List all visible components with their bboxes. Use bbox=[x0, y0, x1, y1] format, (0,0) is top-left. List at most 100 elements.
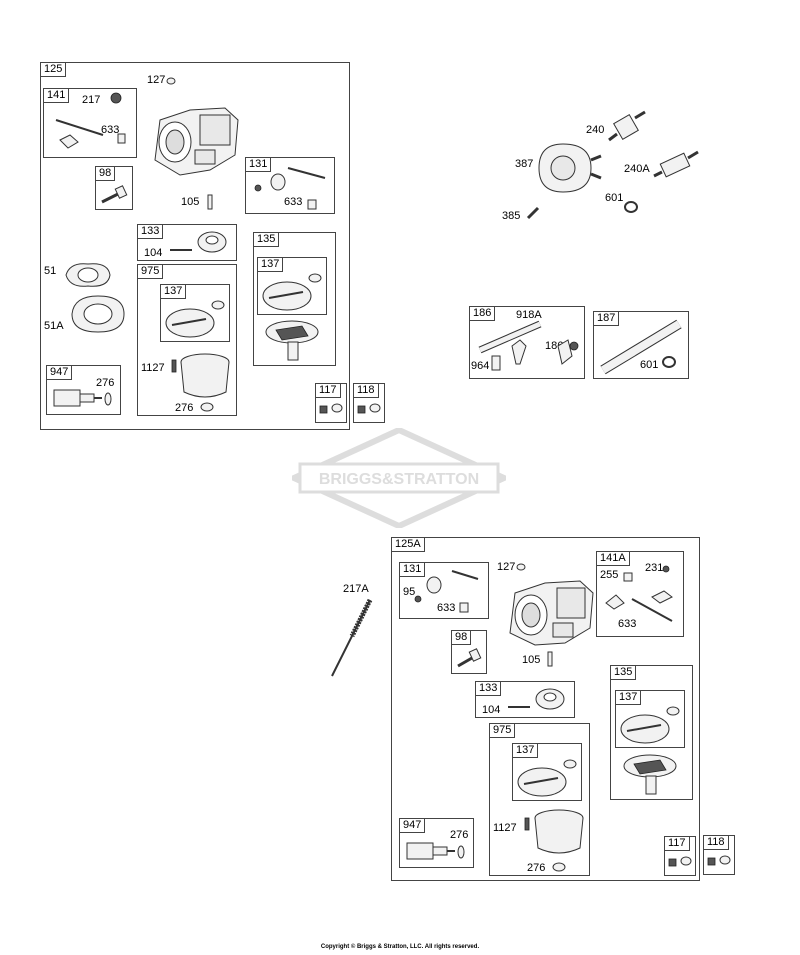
kit-141-box: 141 bbox=[43, 88, 137, 158]
kit-98-tag: 98 bbox=[95, 166, 116, 181]
kit-135a-137-tag: 137 bbox=[615, 690, 642, 705]
kit-141-tag: 141 bbox=[43, 88, 70, 103]
kit-117a-tag: 117 bbox=[664, 836, 690, 851]
bolt-icon bbox=[171, 359, 177, 373]
label-127: 127 bbox=[147, 74, 166, 86]
assembly-125a-tag: 125A bbox=[391, 537, 425, 552]
throttle-shaft-icon bbox=[55, 92, 126, 149]
assembly-125a-box: 125A bbox=[391, 537, 700, 881]
inline-fuel-filter-icon bbox=[653, 150, 699, 178]
carb-base-icon bbox=[265, 320, 319, 361]
screw-icon-2 bbox=[526, 206, 540, 220]
label-231: 231 bbox=[645, 562, 664, 574]
kit-975-137-box: 137 bbox=[160, 284, 230, 342]
label-964: 964 bbox=[471, 360, 490, 372]
kit-118a-box: 118 bbox=[703, 835, 735, 875]
float-bowl-icon-2 bbox=[534, 809, 584, 854]
choke-shaft-icon bbox=[254, 167, 326, 210]
kit-975-tag: 975 bbox=[137, 264, 164, 279]
label-104-b: 104 bbox=[482, 704, 501, 716]
label-127-b: 127 bbox=[497, 561, 516, 573]
fuel-pump-icon bbox=[538, 143, 602, 193]
kit-133a-tag: 133 bbox=[475, 681, 502, 696]
cleaning-wire-icon bbox=[331, 598, 373, 677]
screw-icon bbox=[207, 194, 213, 210]
label-633-b: 633 bbox=[284, 196, 303, 208]
fitting-icon bbox=[319, 403, 343, 414]
gasket-kit-icon-4 bbox=[517, 759, 577, 797]
label-276-d: 276 bbox=[450, 829, 469, 841]
kit-133a-box: 133 bbox=[475, 681, 575, 718]
assembly-125-box: 125 bbox=[40, 62, 350, 430]
fuel-filter-icon bbox=[608, 110, 646, 142]
gasket-kit-icon-3 bbox=[620, 706, 680, 744]
label-276-c: 276 bbox=[527, 862, 546, 874]
fitting-icon-3 bbox=[668, 856, 692, 867]
kit-187-tag: 187 bbox=[593, 311, 620, 326]
kit-186-tag: 186 bbox=[469, 306, 496, 321]
o-ring-icon bbox=[166, 77, 176, 85]
label-51a: 51A bbox=[44, 320, 64, 332]
label-255: 255 bbox=[600, 569, 619, 581]
label-601-b: 601 bbox=[640, 359, 659, 371]
solenoid-icon bbox=[53, 389, 112, 407]
kit-118-tag: 118 bbox=[353, 383, 379, 398]
carb-base-icon-2 bbox=[623, 754, 677, 795]
kit-135-137-tag: 137 bbox=[257, 257, 284, 272]
gasket-kit-icon-2 bbox=[262, 273, 322, 311]
kit-135-box: 135 bbox=[253, 232, 336, 366]
label-633-c: 633 bbox=[437, 602, 456, 614]
label-276-b: 276 bbox=[96, 377, 115, 389]
washer-icon bbox=[200, 402, 214, 412]
kit-947-tag: 947 bbox=[46, 365, 73, 380]
float-icon bbox=[170, 231, 227, 253]
kit-975a-137-tag: 137 bbox=[512, 743, 539, 758]
kit-135a-box: 135 bbox=[610, 665, 693, 800]
screw-icon-3 bbox=[547, 651, 553, 667]
label-51: 51 bbox=[44, 265, 57, 277]
kit-131-box: 131 bbox=[245, 157, 335, 214]
label-105-b: 105 bbox=[522, 654, 541, 666]
solenoid-icon-2 bbox=[406, 842, 465, 860]
hose-clamp-icon bbox=[624, 201, 638, 213]
label-633-d: 633 bbox=[618, 618, 637, 630]
float-bowl-icon bbox=[180, 353, 230, 398]
throttle-shaft-icon-2 bbox=[605, 565, 673, 622]
carburetor-body-icon bbox=[154, 107, 239, 176]
label-1127: 1127 bbox=[141, 362, 165, 374]
kit-141a-box: 141A bbox=[596, 551, 684, 637]
kit-975a-box: 975 bbox=[489, 723, 590, 876]
label-1127-b: 1127 bbox=[493, 822, 517, 834]
kit-133-box: 133 bbox=[137, 224, 237, 261]
kit-947-box: 947 bbox=[46, 365, 121, 415]
float-icon-2 bbox=[508, 688, 565, 710]
idle-screw-icon bbox=[101, 185, 128, 204]
kit-98a-tag: 98 bbox=[451, 630, 472, 645]
kit-131a-box: 131 bbox=[399, 562, 489, 619]
kit-141a-tag: 141A bbox=[596, 551, 630, 566]
kit-118-box: 118 bbox=[353, 383, 385, 423]
choke-shaft-icon-2 bbox=[414, 570, 479, 613]
kit-186-box: 186 bbox=[469, 306, 585, 379]
label-104: 104 bbox=[144, 247, 163, 259]
kit-117-box: 117 bbox=[315, 383, 347, 423]
gasket-icon bbox=[65, 263, 111, 287]
briggs-stratton-watermark-logo: BRIGGS&STRATTON bbox=[292, 428, 506, 528]
kit-135-137-box: 137 bbox=[257, 257, 327, 315]
label-95: 95 bbox=[403, 586, 416, 598]
fitting-icon-4 bbox=[707, 855, 731, 866]
kit-135a-137-box: 137 bbox=[615, 690, 685, 748]
kit-131-tag: 131 bbox=[245, 157, 272, 172]
label-387: 387 bbox=[515, 158, 534, 170]
kit-947a-tag: 947 bbox=[399, 818, 426, 833]
label-918a: 918A bbox=[516, 309, 542, 321]
kit-117-tag: 117 bbox=[315, 383, 341, 398]
watermark-text: BRIGGS&STRATTON bbox=[319, 471, 479, 488]
idle-screw-icon-2 bbox=[457, 648, 482, 668]
kit-947a-box: 947 bbox=[399, 818, 474, 868]
kit-187-box: 187 bbox=[593, 311, 689, 379]
label-217a: 217A bbox=[343, 583, 369, 595]
fuel-hose-icon bbox=[600, 319, 682, 375]
label-217: 217 bbox=[82, 94, 101, 106]
